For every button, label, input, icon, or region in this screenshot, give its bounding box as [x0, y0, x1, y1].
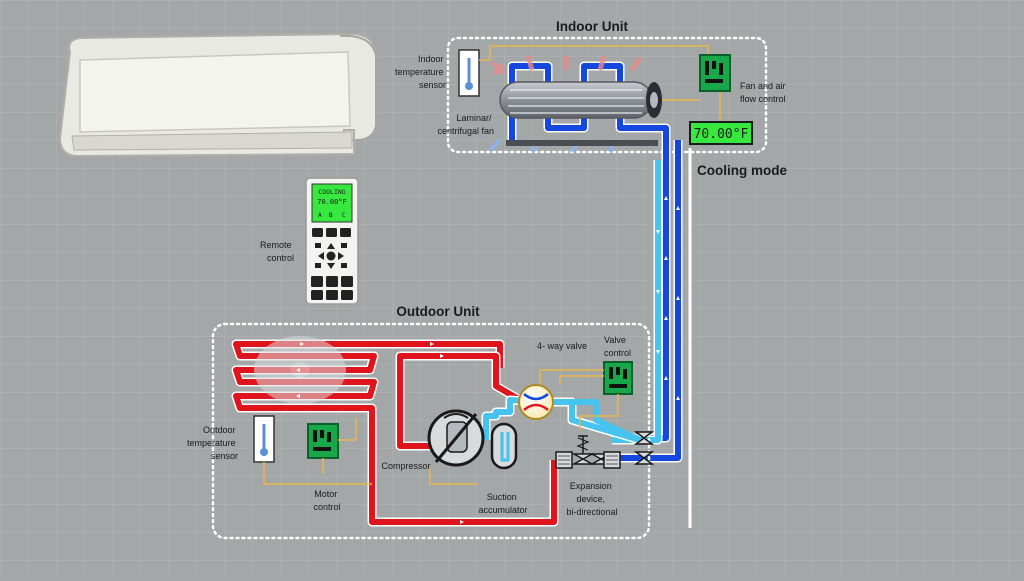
outdoor-unit-title: Outdoor Unit [396, 304, 480, 319]
fan-label: Laminar/ centrifugal fan [437, 113, 494, 136]
remote-button[interactable] [326, 290, 338, 300]
motor-control-board [307, 423, 339, 459]
remote-up-arrow-icon[interactable] [327, 243, 335, 249]
valve-control-board [603, 361, 633, 395]
vapor-line [600, 140, 681, 461]
remote-screen-mode: COOLING [318, 188, 345, 196]
outdoor-sensor-label: Outdoor temperature sensor [187, 425, 238, 461]
outdoor-unit-boundary [211, 322, 651, 540]
condenser-coil [233, 341, 503, 436]
compressor [427, 409, 485, 467]
remote-down-arrow-icon[interactable] [327, 263, 335, 269]
remote-button[interactable] [311, 290, 323, 300]
indoor-signal-wire [489, 45, 709, 60]
expansion-device-label: Expansion device, bi-directional [566, 481, 617, 517]
remote-button[interactable] [326, 276, 338, 287]
ac-unit-illustration [58, 32, 377, 158]
indoor-unit-boundary [446, 36, 768, 154]
remote-screen-temp: 70.00°F [317, 198, 347, 206]
four-way-valve-label: 4- way valve [537, 341, 587, 351]
compressor-label: Compressor [381, 461, 430, 471]
indoor-display-value: 70.00°F [694, 127, 749, 142]
suction-accumulator [490, 422, 518, 470]
remote-button[interactable] [341, 276, 353, 287]
indoor-unit: Indoor Unit [395, 19, 788, 154]
remote-right-arrow-icon[interactable] [338, 252, 344, 260]
indoor-sensor-label: Indoor temperature sensor [395, 54, 446, 90]
valve-signal-wire [559, 375, 604, 384]
cooling-mode-label: Cooling mode [697, 163, 787, 178]
remote-key-b: B [329, 212, 333, 219]
outdoor-temperature-sensor [253, 415, 275, 463]
remote-key-c: C [342, 212, 346, 219]
remote-button[interactable] [311, 276, 323, 287]
remote-ok-button[interactable] [326, 251, 336, 261]
accumulator-label: Suction accumulator [478, 492, 527, 515]
discharge-line [397, 353, 522, 420]
remote-button[interactable] [326, 228, 337, 237]
remote-left-arrow-icon[interactable] [318, 252, 324, 260]
outdoor-sensor-wire [263, 462, 372, 485]
indoor-unit-title: Indoor Unit [556, 19, 628, 34]
motor-control-label: Motor control [313, 489, 340, 512]
fan-control-label: Fan and air flow control [740, 81, 788, 104]
remote-button[interactable] [341, 290, 353, 300]
four-way-valve [518, 384, 554, 420]
expansion-device [555, 435, 621, 469]
drip-tray [506, 140, 658, 146]
flow-arrows [296, 196, 680, 524]
remote-key-a: A [318, 212, 322, 219]
indoor-temperature-display [689, 121, 753, 145]
indoor-temperature-sensor [458, 49, 490, 97]
valve-control-label: Valve control [604, 335, 631, 358]
suction-return-line [483, 397, 641, 443]
remote-button[interactable] [340, 228, 351, 237]
service-valves [633, 431, 655, 465]
remote-button[interactable] [312, 228, 323, 237]
fan-airflow-control-board [699, 54, 731, 92]
remote-control[interactable]: COOLING 70.00°F A B C [305, 177, 359, 305]
laminar-centrifugal-fan [499, 81, 662, 119]
remote-label: Remote control [260, 240, 294, 263]
